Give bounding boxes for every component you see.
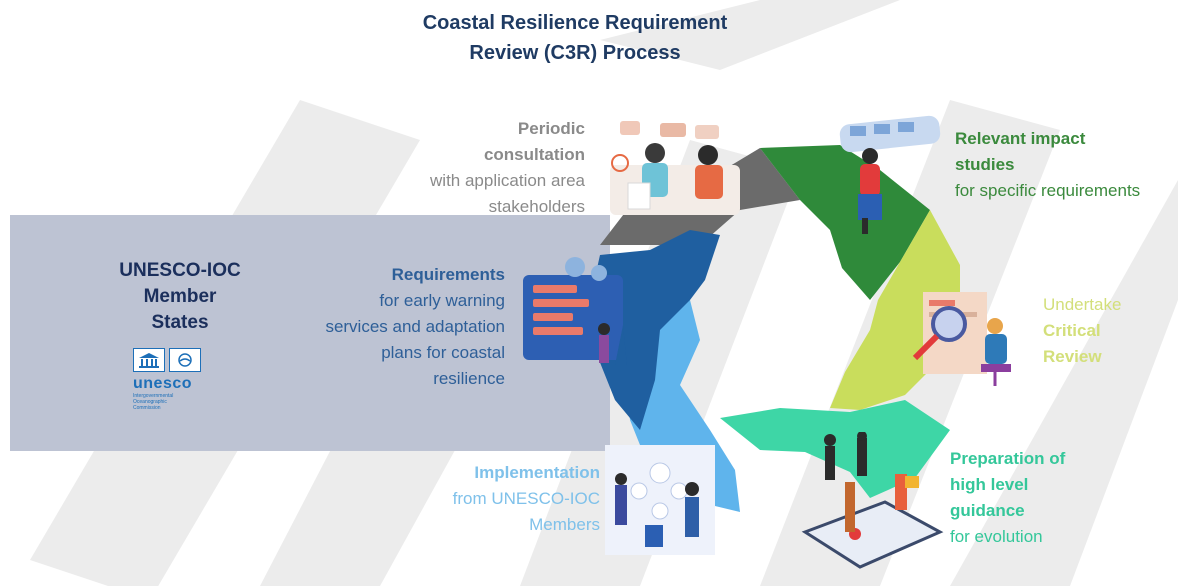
logo-subtitle-3: Commission — [133, 405, 161, 411]
requirements-text-1: for early warning — [379, 291, 505, 310]
watermark-stroke-t — [950, 180, 1178, 586]
critical-title-1: Critical — [1043, 321, 1101, 340]
impact-studies-illustration — [839, 115, 941, 234]
member-states-band — [10, 215, 610, 451]
watermark-stroke-top — [600, 0, 900, 70]
stage-implementation: Implementation from UNESCO-IOC Members — [400, 460, 600, 538]
relevant-title-1: Relevant impact — [955, 129, 1086, 148]
periodic-text-1: with application area — [430, 171, 585, 190]
requirements-text-4: resilience — [433, 369, 505, 388]
stage-requirements: Requirements for early warning services … — [270, 262, 505, 392]
title-line-1: Coastal Resilience Requirement — [422, 12, 728, 34]
implementation-illustration — [605, 445, 715, 555]
preparation-title-3: guidance — [950, 501, 1025, 520]
preparation-title-2: high level — [950, 475, 1029, 494]
member-states-label: UNESCO-IOC Member States — [70, 258, 290, 336]
periodic-title-2: consultation — [483, 145, 585, 164]
ocean-emblem-icon — [169, 348, 201, 372]
implementation-title: Implementation — [474, 463, 600, 482]
critical-text: Undertake — [1043, 295, 1122, 314]
title-line-2: Review (C3R) Process — [469, 42, 681, 64]
unesco-wordmark: unesco — [133, 375, 193, 392]
stage-periodic: Periodic consultation with application a… — [330, 116, 585, 220]
preparation-title-1: Preparation of — [950, 449, 1066, 468]
member-states-line-3: States — [151, 312, 209, 333]
guidance-illustration — [801, 432, 944, 569]
consultation-illustration — [610, 121, 740, 215]
stage-critical: Undertake Critical Review — [1043, 292, 1173, 370]
requirements-text-2: services and adaptation — [325, 317, 505, 336]
member-states-line-2: Member — [143, 286, 217, 307]
requirements-title: Requirements — [391, 265, 505, 284]
stage-preparation: Preparation of high level guidance for e… — [950, 446, 1150, 550]
stage-relevant: Relevant impact studies for specific req… — [955, 126, 1175, 204]
critical-review-illustration — [912, 292, 1011, 386]
arrow-relevant — [760, 145, 930, 300]
requirements-text-3: plans for coastal — [381, 343, 505, 362]
relevant-title-2: studies — [955, 155, 1015, 174]
requirements-illustration — [523, 257, 627, 365]
periodic-title-1: Periodic — [517, 119, 585, 138]
logo-subtitle-2: Oceanographic — [133, 399, 167, 405]
implementation-text-1: from UNESCO-IOC — [452, 489, 600, 508]
relevant-text: for specific requirements — [955, 181, 1141, 200]
preparation-text: for evolution — [950, 527, 1043, 546]
temple-icon — [133, 348, 165, 372]
member-states-line-1: UNESCO-IOC — [119, 260, 241, 281]
critical-title-2: Review — [1043, 347, 1102, 366]
unesco-logo: unesco Intergovernmental Oceanographic C… — [133, 348, 205, 411]
implementation-text-2: Members — [529, 515, 600, 534]
page-title: Coastal Resilience Requirement Review (C… — [330, 8, 820, 68]
periodic-text-2: stakeholders — [488, 197, 585, 216]
logo-subtitle-1: Intergovernmental — [133, 393, 174, 399]
